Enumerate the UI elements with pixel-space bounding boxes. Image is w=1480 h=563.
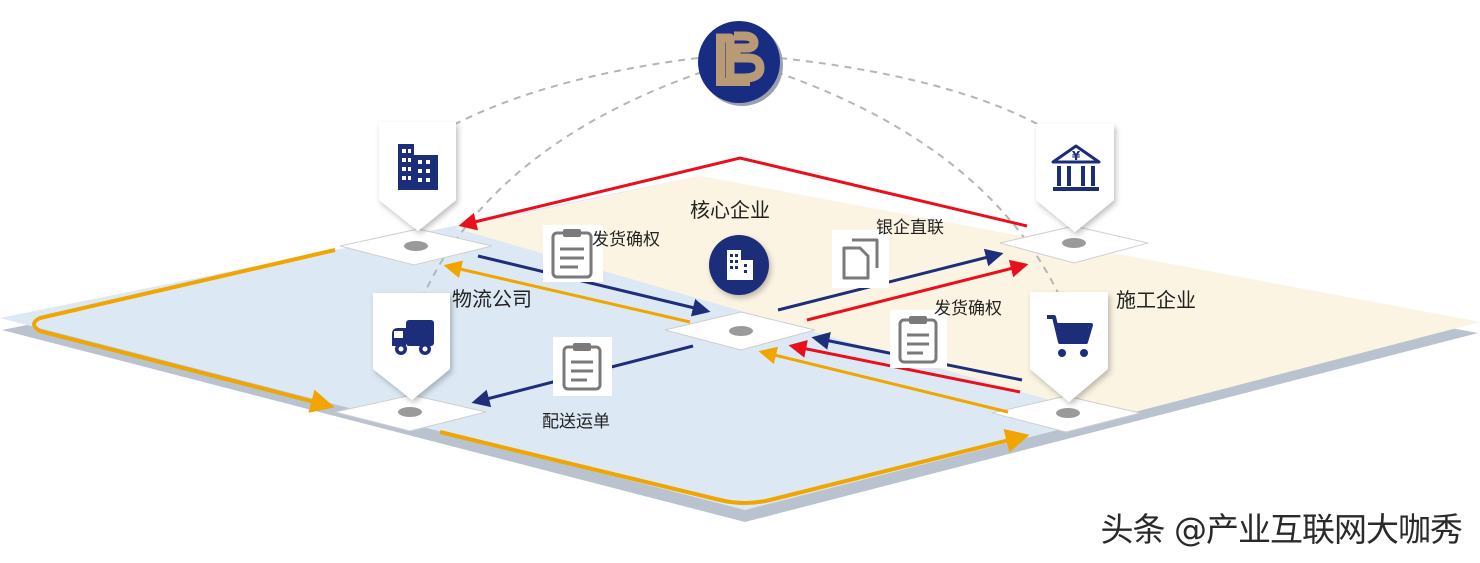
orange-loop-bottom	[439, 429, 1030, 505]
right-area	[455, 176, 1480, 418]
logistics-company-label: 物流公司	[452, 287, 532, 311]
bank-yuan-icon: ¥	[1051, 144, 1101, 191]
bank-node: ¥	[1036, 124, 1114, 232]
shopping-cart-icon	[1047, 315, 1093, 357]
navy-arrow-supplier-to-core	[477, 254, 711, 317]
clipboard-icon	[551, 229, 593, 279]
platform-logo	[698, 21, 783, 106]
confirm-top-label: 发货确权	[592, 230, 660, 250]
red-arrow-core-to-bank	[806, 259, 1029, 322]
supplier-node	[379, 122, 456, 231]
orange-loop-left	[32, 248, 336, 413]
office-building-icon	[727, 250, 753, 280]
delivery-truck-icon	[392, 320, 434, 355]
node-base-construction	[991, 395, 1141, 433]
document-card-bank-link	[832, 230, 889, 288]
svg-text:¥: ¥	[1072, 149, 1081, 163]
dashed-link-bank	[779, 57, 1073, 146]
delivery-note-label: 配送运单	[542, 412, 610, 432]
node-base-bank	[999, 225, 1149, 264]
platform-logo-b	[716, 31, 765, 86]
bank-link-label: 银企直联	[876, 218, 944, 238]
node-base-logistics	[334, 394, 487, 432]
copy-document-icon	[842, 238, 879, 280]
dashed-link-logistics	[414, 71, 703, 316]
clipboard-icon	[898, 316, 938, 364]
construction-node	[1030, 292, 1108, 402]
document-card-delivery	[553, 337, 612, 396]
node-base-supplier	[339, 228, 493, 266]
orange-arrow-core-to-supplier	[443, 260, 691, 324]
document-card-confirm-right	[890, 310, 947, 368]
node-base-core	[664, 311, 816, 351]
logistics-node	[373, 293, 450, 400]
orange-arrow-construction-to-core	[758, 346, 1009, 414]
core-enterprise-node	[709, 235, 769, 295]
building-icon	[398, 144, 438, 190]
construction-company-label: 施工企业	[1116, 288, 1196, 312]
dashed-link-construction	[775, 71, 1069, 316]
red-arrow-construction-to-core	[788, 340, 1021, 394]
watermark-text: 头条 @产业互联网大咖秀	[1100, 510, 1463, 549]
core-enterprise-label: 核心企业	[690, 198, 770, 222]
dashed-link-supplier	[417, 57, 699, 146]
confirm-right-label: 发货确权	[934, 299, 1002, 319]
red-arrow-bank-to-supplier	[458, 156, 1028, 231]
clipboard-icon	[562, 343, 602, 391]
document-card-confirm-top	[543, 225, 603, 282]
